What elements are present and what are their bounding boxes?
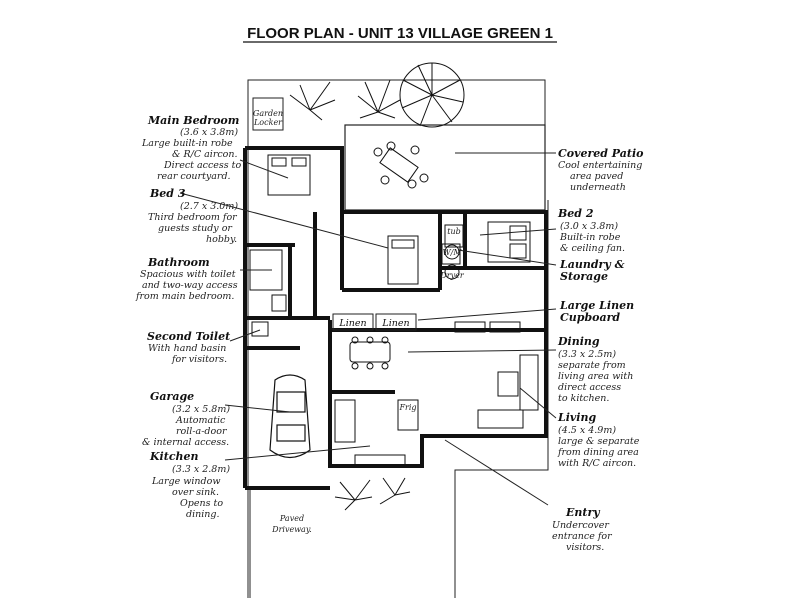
kitchen-name: Kitchen [149,450,199,463]
wm-tag: W/M [442,248,462,257]
living-name: Living [557,411,596,424]
dining-size: (3.3 x 2.5m) [558,349,616,360]
label-linen-cupboard: Large Linen Cupboard [559,299,634,324]
bathroom-line-1: Spacious with toilet [140,269,236,280]
label-bed2: Bed 2 (3.0 x 3.8m) Built-in robe & ceili… [557,207,625,254]
label-kitchen: Kitchen (3.3 x 2.8m) Large window over s… [149,450,230,520]
second-toilet-line-2: for visitors. [171,354,227,365]
driveway-label-2: Driveway. [271,525,312,534]
garage-size: (3.2 x 5.8m) [172,404,230,415]
garage-line-3: & internal access. [142,437,229,448]
kitchen-size: (3.3 x 2.8m) [172,464,230,475]
garage-car [269,374,311,459]
bed3-line-3: hobby. [206,234,237,245]
covered-patio-name: Covered Patio [558,147,644,160]
bathroom-line-3: from main bedroom. [135,291,234,302]
label-laundry: Laundry & Storage [559,258,625,283]
garage-line-2: roll-a-door [176,426,228,437]
living-line-3: with R/C aircon. [558,458,636,469]
dining-line-4: to kitchen. [558,393,609,404]
living-line-2: from dining area [557,447,639,458]
bathroom-name: Bathroom [147,256,210,269]
furniture [249,154,539,466]
bed3-line-2: guests study or [158,223,233,234]
covered-patio-line-1: Cool entertaining [558,160,642,171]
plan-title: FLOOR PLAN - UNIT 13 VILLAGE GREEN 1 [247,25,553,42]
kitchen-line-2: over sink. [172,487,219,498]
bed2-line-2: & ceiling fan. [560,243,625,254]
tub-tag: tub [447,227,461,236]
linen-cupboard-name-2: Cupboard [560,311,620,324]
living-size: (4.5 x 4.9m) [558,425,616,436]
dryer-tag: Dryer [439,271,464,280]
garden-locker-label-1: Garden [253,109,283,118]
second-toilet-name: Second Toilet [147,330,230,343]
dining-line-2: living area with [558,371,633,382]
laundry-name: Laundry & [559,258,625,271]
label-bed3: Bed 3 (2.7 x 3.0m) Third bedroom for gue… [148,187,238,245]
kitchen-line-3: Opens to [180,498,223,509]
bed3-line-1: Third bedroom for [148,212,238,223]
garden-plants [289,62,465,511]
second-toilet-line-1: With hand basin [148,343,226,354]
dining-name: Dining [557,335,600,348]
driveway-label-1: Paved [279,514,304,523]
entry-line-3: visitors. [566,542,604,553]
bathroom-line-2: and two-way access [142,280,238,291]
garden-locker: Garden Locker [252,97,284,131]
paved-driveway: Paved Driveway. [271,514,312,534]
linen-tag-1: Linen [338,318,366,329]
label-entry: Entry Undercover entrance for visitors. [552,506,613,553]
label-garage: Garage (3.2 x 5.8m) Automatic roll-a-doo… [142,390,230,448]
entry-name: Entry [565,506,601,519]
garage-name: Garage [150,390,194,403]
linen-tag-2: Linen [381,318,409,329]
laundry-name-2: Storage [560,270,608,283]
pointer-lines [179,152,557,506]
main-bedroom-line-2: & R/C aircon. [172,149,238,160]
bed3-size: (2.7 x 3.0m) [180,201,238,212]
house-walls [243,146,548,490]
linen-cupboards: Linen Linen [332,313,417,331]
covered-patio-area [344,124,546,211]
bed3-name: Bed 3 [149,187,186,200]
label-bathroom: Bathroom Spacious with toilet and two-wa… [135,256,238,302]
covered-patio-line-3: underneath [570,182,626,193]
bed2-line-1: Built-in robe [559,232,621,243]
dining-line-3: direct access [558,382,621,393]
main-bedroom-line-1: Large built-in robe [141,138,233,149]
fridge-tag: Frig [398,403,416,412]
main-bedroom-line-3: Direct access to [163,160,241,171]
kitchen-line-1: Large window [151,476,220,487]
kitchen-line-4: dining. [186,509,220,520]
label-main-bedroom: Main Bedroom (3.6 x 3.8m) Large built-in… [141,114,241,182]
bed2-name: Bed 2 [557,207,594,220]
garage-line-1: Automatic [175,415,226,426]
label-second-toilet: Second Toilet With hand basin for visito… [147,330,230,365]
entry-line-1: Undercover [552,520,610,531]
main-bedroom-line-4: rear courtyard. [157,171,231,182]
dining-line-1: separate from [558,360,626,371]
label-covered-patio: Covered Patio Cool entertaining area pav… [558,147,644,193]
entry-line-2: entrance for [552,531,613,542]
living-line-1: large & separate [558,436,640,447]
laundry-tags: tub W/M Dryer [439,227,464,280]
label-dining: Dining (3.3 x 2.5m) separate from living… [557,335,633,404]
covered-patio-line-2: area paved [570,171,623,182]
linen-cupboard-name: Large Linen [559,299,634,312]
garden-locker-label-2: Locker [253,118,283,127]
bed2-size: (3.0 x 3.8m) [560,221,618,232]
main-bedroom-size: (3.6 x 3.8m) [180,127,238,138]
main-bedroom-name: Main Bedroom [147,114,239,127]
label-living: Living (4.5 x 4.9m) large & separate fro… [557,411,640,469]
